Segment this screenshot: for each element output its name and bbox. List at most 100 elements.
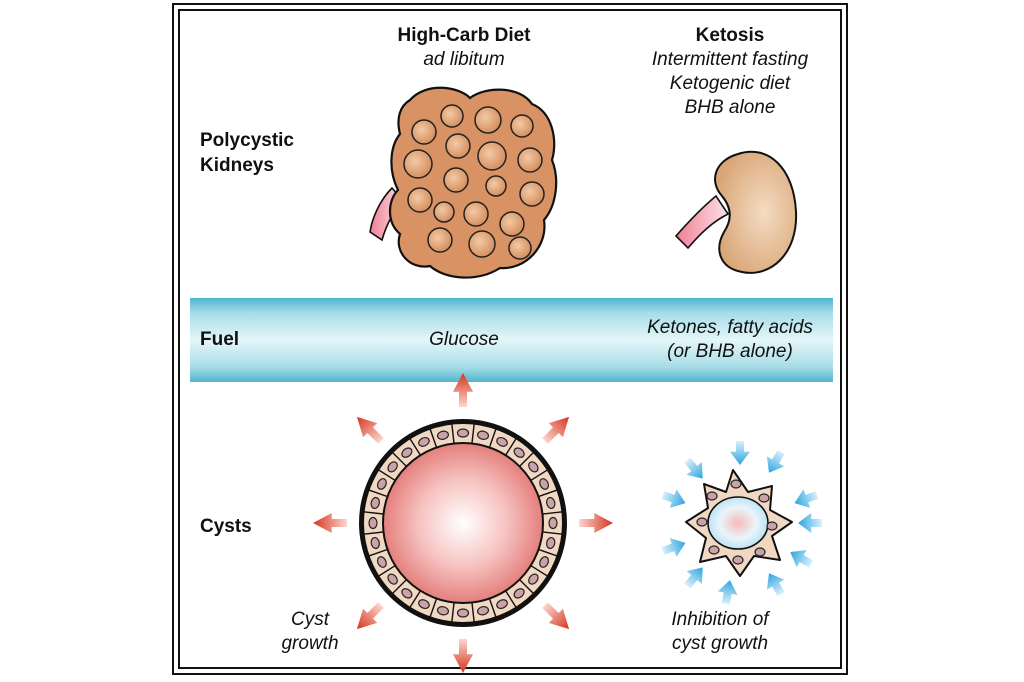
cell-nucleus (456, 428, 470, 438)
growth-arrow (356, 416, 384, 444)
cell-nucleus (370, 496, 380, 510)
cell-nucleus (528, 573, 539, 585)
cell-divider (530, 564, 549, 577)
cell-divider (391, 579, 407, 595)
cyst-growth-caption-line: growth (281, 633, 339, 654)
high-carb-subtitle: ad libitum (423, 49, 505, 70)
cell-divider (542, 531, 563, 535)
cell-nucleus (539, 478, 550, 490)
polycystic-kidneys-label-line: Polycystic (200, 130, 294, 151)
inhibition-arrow (717, 580, 738, 605)
inhibition-arrow (766, 573, 785, 597)
cell-nucleus (496, 599, 508, 610)
fuel-label: Fuel (200, 329, 240, 350)
cell-divider (363, 511, 384, 515)
ketones-label-line: (or BHB alone) (667, 341, 793, 362)
cell-nucleus (548, 516, 558, 530)
cell-divider (429, 598, 438, 618)
growth-arrow (356, 602, 384, 630)
cell-divider (368, 548, 388, 557)
cell-divider (538, 489, 558, 498)
cell-nucleus (401, 588, 413, 599)
cell-divider (471, 423, 475, 444)
cell-divider (488, 428, 497, 448)
cysts-label: Cysts (200, 516, 252, 537)
cell-nucleus (370, 536, 380, 550)
inhibition-arrow (798, 513, 822, 533)
growth-arrow (579, 513, 613, 533)
fuel-band (190, 298, 833, 382)
outer-frame (172, 3, 848, 675)
ketosis-title: Ketosis (695, 25, 765, 46)
cell-divider (409, 437, 422, 456)
ketosis-subtitle-line: Intermittent fasting (651, 49, 809, 70)
inhibition-arrow (684, 457, 703, 479)
cell-nucleus (539, 556, 550, 568)
inhibition-arrow (684, 567, 703, 589)
cell-nucleus (401, 447, 413, 458)
cell-nucleus (513, 588, 525, 599)
cell-divider (519, 451, 535, 467)
cell-nucleus (456, 608, 470, 618)
cell-divider (519, 579, 535, 595)
cyst-growth-caption-line: Cyst (291, 609, 329, 630)
cell-divider (530, 469, 549, 482)
normal-kidney (674, 150, 798, 274)
cell-divider (377, 469, 396, 482)
growth-arrow (453, 373, 473, 407)
glucose-label: Glucose (429, 329, 499, 350)
cell-nucleus (376, 478, 387, 490)
cell-nucleus (436, 430, 450, 440)
cell-divider (377, 564, 396, 577)
cell-nucleus (496, 436, 508, 447)
inhibition-arrow (794, 489, 819, 509)
inhibition-arrow (730, 441, 750, 465)
cell-divider (409, 590, 422, 609)
cell-divider (471, 602, 475, 623)
small-cyst (685, 469, 793, 577)
cell-divider (429, 428, 438, 448)
cell-divider (488, 598, 497, 618)
cell-divider (363, 531, 384, 535)
inhibition-arrows (661, 441, 822, 605)
cell-nucleus (546, 536, 556, 550)
cell-divider (451, 602, 455, 623)
ketosis-subtitle-line: Ketogenic diet (669, 73, 791, 94)
cell-nucleus (546, 496, 556, 510)
polycystic-kidney (369, 86, 558, 279)
growth-arrow (453, 639, 473, 673)
cell-nucleus (528, 461, 539, 473)
inhibition-caption-line: Inhibition of (671, 609, 769, 630)
cell-nucleus (387, 573, 398, 585)
cell-divider (504, 437, 517, 456)
cell-divider (451, 423, 455, 444)
cell-nucleus (376, 556, 387, 568)
inhibition-caption-line: cyst growth (671, 633, 769, 654)
cell-divider (504, 590, 517, 609)
cell-nucleus (418, 599, 430, 610)
cell-nucleus (436, 606, 450, 616)
ketosis-subtitle-line: BHB alone (684, 97, 776, 118)
inhibition-arrow (661, 489, 686, 509)
cell-nucleus (387, 461, 398, 473)
growth-arrow (542, 602, 570, 630)
inner-frame (178, 9, 842, 669)
inhibition-arrow (661, 537, 686, 557)
growth-arrows (313, 373, 613, 673)
growth-arrow (313, 513, 347, 533)
cell-nucleus (418, 436, 430, 447)
cell-divider (542, 511, 563, 515)
cell-divider (368, 489, 388, 498)
polycystic-kidneys-label-line: Kidneys (200, 155, 274, 176)
inhibition-arrow (766, 449, 785, 473)
cell-nucleus (368, 516, 378, 530)
cell-divider (538, 548, 558, 557)
ketones-label-line: Ketones, fatty acids (647, 317, 813, 338)
cell-nucleus (476, 606, 490, 616)
large-cyst (359, 419, 567, 627)
cell-nucleus (476, 430, 490, 440)
high-carb-title: High-Carb Diet (397, 25, 531, 46)
epithelial-cell-ring (363, 423, 563, 623)
growth-arrow (542, 416, 570, 444)
